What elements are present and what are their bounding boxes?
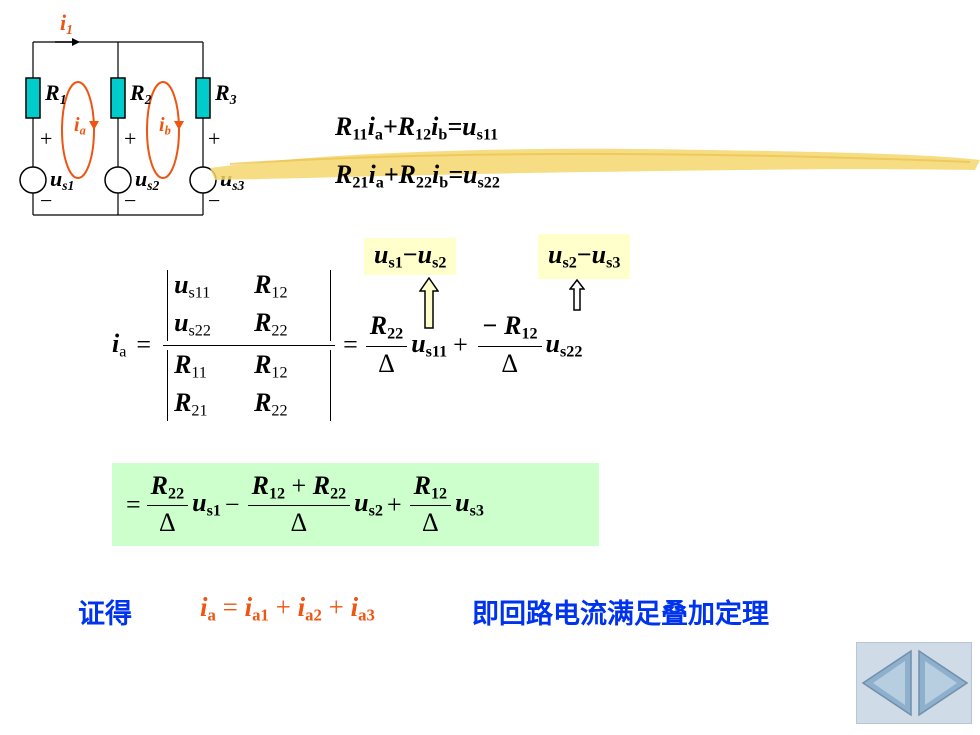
resistor-label-2: R2 <box>130 80 152 107</box>
minus-sign-2: − <box>124 188 137 213</box>
cramer-fraction: us11 R12 us22 R22 R11 R12 R21 R22 <box>163 269 336 421</box>
plus-sign-2: + <box>124 126 137 151</box>
plus-sign-3: + <box>208 126 221 151</box>
up-arrow-icon <box>419 277 439 329</box>
resistor-2 <box>110 77 126 119</box>
resistor-label-1: R1 <box>45 80 67 107</box>
loop-arrow-b-icon <box>174 121 184 130</box>
determinant-equation: ia = us11 R12 us22 R22 R11 R12 R21 R22 =… <box>112 269 583 421</box>
loop-label-a: ia <box>74 114 86 138</box>
mesh-equation-2: R21ia+R22ib=us22 <box>335 160 500 192</box>
proof-conclusion-text: 即回路电流满足叠加定理 <box>472 599 769 630</box>
resistor-1 <box>25 77 41 119</box>
minus-sign-3: − <box>208 188 221 213</box>
next-arrow-icon[interactable] <box>917 649 969 717</box>
current-label-i1: i1 <box>60 10 73 37</box>
resistor-3 <box>195 77 211 119</box>
nav-panel <box>856 642 972 724</box>
up-arrow-icon <box>569 279 585 311</box>
source-label-1: us1 <box>50 166 75 193</box>
source-3 <box>189 166 217 194</box>
source-2 <box>104 166 132 194</box>
prev-arrow-icon[interactable] <box>861 649 913 717</box>
mesh-equation-1: R11ia+R12ib=us11 <box>335 112 499 144</box>
minus-sign-1: − <box>40 188 53 213</box>
current-arrow-icon <box>72 38 80 46</box>
denominator-determinant: R11 R12 R21 R22 <box>167 349 332 421</box>
source-label-2: us2 <box>135 166 160 193</box>
numerator-determinant: us11 R12 us22 R22 <box>167 269 332 341</box>
callout-us1-minus-us2: us1−us2 <box>364 238 457 275</box>
brush-stroke-decoration <box>210 148 980 180</box>
proof-prefix: 证得 <box>78 599 132 630</box>
loop-label-b: ib <box>159 114 171 138</box>
loop-arrow-a-icon <box>89 121 99 130</box>
circuit-diagram <box>19 38 217 216</box>
resistor-label-3: R3 <box>215 80 237 107</box>
callout-us2-minus-us3: us2−us3 <box>538 234 631 279</box>
source-1 <box>19 166 47 194</box>
plus-sign-1: + <box>40 126 53 151</box>
superposition-formula: ia = ia1 + ia2 + ia3 <box>200 592 375 625</box>
